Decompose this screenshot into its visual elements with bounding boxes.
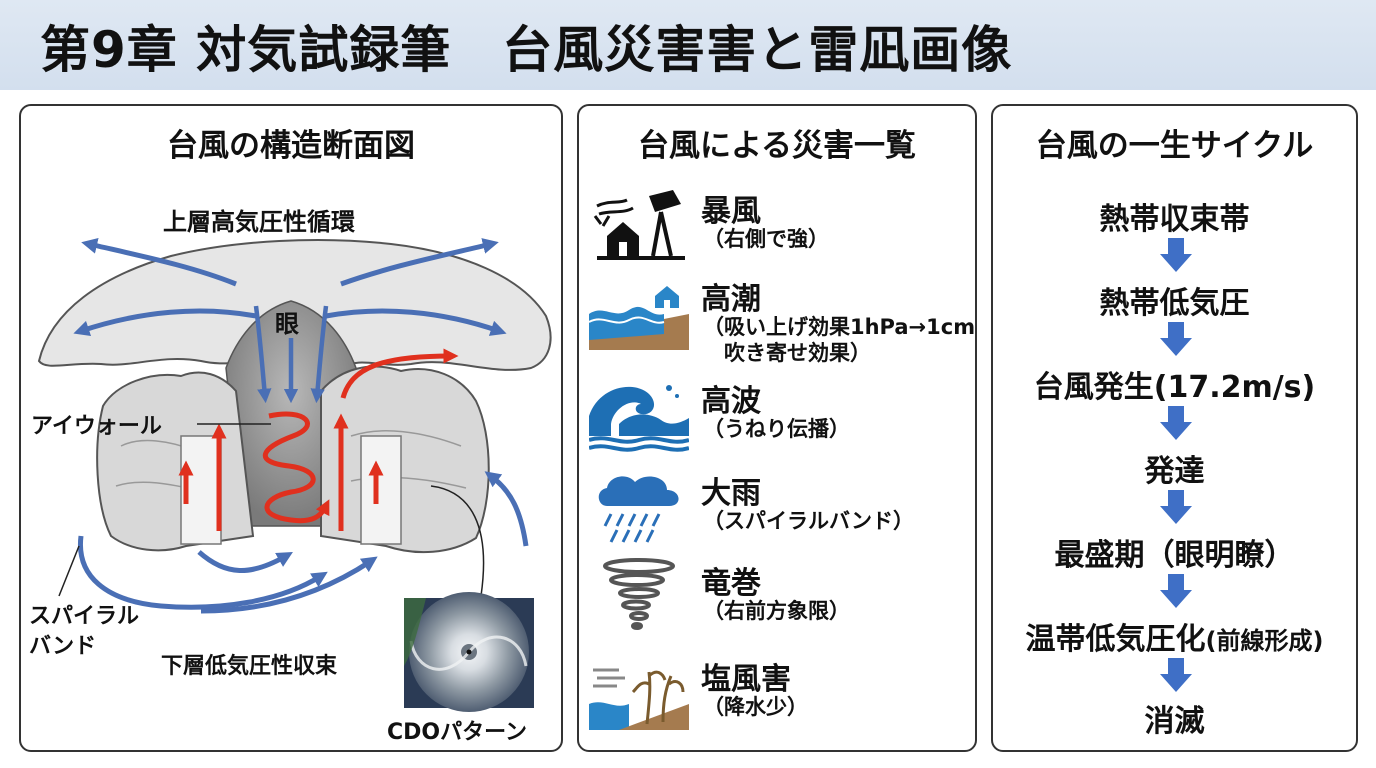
title-bar: 第9章 対気試録筆 台風災害害と雷凪画像 — [0, 0, 1376, 90]
disaster-row: 高潮 （吸い上げ効果1hPa→1cm, 吹き寄せ効果） — [589, 274, 975, 365]
structure-panel: 台風の構造断面図 — [19, 104, 563, 752]
stage-main: 最盛期（眼明瞭） — [1054, 538, 1295, 573]
left-eyewall-cloud — [96, 371, 255, 552]
stage-main: 消滅 — [1144, 704, 1205, 739]
storm-surge-icon — [589, 286, 689, 350]
structure-panel-title: 台風の構造断面図 — [167, 128, 415, 164]
windstorm-icon — [593, 190, 685, 260]
down-arrow-icon — [1160, 238, 1192, 272]
disaster-row: 塩風害 （降水少） — [589, 654, 969, 734]
outflow-arrow-mr — [325, 308, 507, 336]
stage-main: 熱帯収束帯 — [1099, 202, 1250, 237]
disaster-note: （右側で強） — [703, 227, 829, 251]
disaster-name: 竜巻 — [701, 566, 761, 601]
eye-label: 眼 — [275, 310, 299, 338]
stage-label: 温帯低気圧化(前線形成) — [993, 614, 1356, 658]
lifecycle-panel: 台風の一生サイクル 熱帯収束帯 熱帯低気圧 台風発生(17.2m/s) 発達 最… — [991, 104, 1358, 752]
stage-label: 発達 — [993, 446, 1356, 490]
cdo-leader — [430, 485, 485, 597]
tornado-icon — [603, 558, 675, 630]
spiral-band-label-line2: バンド — [29, 634, 97, 659]
inflow-arrow-4 — [484, 471, 529, 547]
stage-main: 台風発生(17.2m/s) — [1033, 370, 1316, 405]
lower-convergence-label: 下層低気圧性収束 — [161, 654, 338, 679]
cdo-satellite-image — [404, 592, 534, 712]
stage-label: 台風発生(17.2m/s) — [993, 362, 1356, 406]
disaster-note: （吸い上げ効果1hPa→1cm, — [703, 315, 977, 339]
disaster-row: 高波 （うねり伝播） — [589, 376, 969, 456]
spiral-leader — [58, 545, 80, 597]
typhoon-cross-section — [37, 238, 552, 712]
heavy-rain-icon — [598, 476, 679, 543]
page-title: 第9章 対気試録筆 台風災害害と雷凪画像 — [40, 21, 1013, 79]
disaster-note: （降水少） — [703, 695, 808, 719]
disaster-row: 暴風 （右側で強） — [589, 186, 969, 266]
eyewall-label: アイウォール — [31, 414, 162, 439]
eye-down-arrow-3 — [310, 305, 329, 404]
outflow-arrow-ml — [73, 308, 257, 337]
down-arrow-icon — [1160, 658, 1192, 692]
disaster-name: 暴風 — [701, 194, 761, 229]
disaster-name: 高波 — [701, 384, 761, 419]
disasters-panel: 台風による災害一覧 暴風 （右側で強） 高潮 （吸い上げ効果1hPa→1cm, … — [577, 104, 977, 752]
stage-main: 温帯低気圧化 — [1025, 622, 1206, 657]
spiral-updraft — [263, 411, 330, 524]
disaster-row: 大雨 （スパイラルバンド） — [589, 468, 969, 548]
inflow-arrow-1 — [197, 550, 293, 573]
inflow-arrow-2 — [77, 535, 328, 610]
lifecycle-panel-title: 台風の一生サイクル — [1035, 128, 1314, 164]
down-arrow-icon — [1160, 322, 1192, 356]
upper-circulation-label: 上層高気圧性循環 — [163, 208, 355, 236]
disaster-note: （スパイラルバンド） — [703, 509, 915, 533]
stage-main: 熱帯低気圧 — [1099, 286, 1250, 321]
inflow-arrow-3 — [200, 556, 378, 614]
right-column — [360, 435, 402, 545]
disaster-note: （うねり伝播） — [703, 417, 850, 441]
eye-down-arrow-1 — [253, 305, 272, 404]
high-wave-icon — [589, 385, 689, 452]
outflow-arrow-ur — [340, 238, 499, 287]
down-arrow-icon — [1160, 406, 1192, 440]
cdo-label: CDOパターン — [387, 720, 528, 745]
stage-label: 消滅 — [993, 696, 1356, 740]
stage-label: 最盛期（眼明瞭） — [993, 530, 1356, 574]
outflow-arrow-ul — [81, 238, 237, 287]
disaster-name: 大雨 — [701, 476, 761, 511]
disaster-note: （右前方象限） — [703, 599, 850, 623]
stage-label: 熱帯収束帯 — [993, 194, 1356, 238]
salt-damage-icon — [589, 668, 689, 730]
down-arrow-icon — [1160, 490, 1192, 524]
disaster-row: 竜巻 （右前方象限） — [589, 558, 969, 638]
spiral-band-label-line1: スパイラル — [29, 604, 140, 629]
updraft-curve-arrow — [340, 348, 459, 399]
disaster-name: 高潮 — [701, 282, 761, 317]
disasters-panel-title: 台風による災害一覧 — [637, 128, 917, 164]
disaster-name: 塩風害 — [701, 662, 791, 697]
stage-note: (前線形成) — [1205, 627, 1324, 655]
stage-label: 熱帯低気圧 — [993, 278, 1356, 322]
stage-main: 発達 — [1144, 454, 1205, 489]
down-arrow-icon — [1160, 574, 1192, 608]
disaster-note: 吹き寄せ効果） — [703, 341, 871, 365]
